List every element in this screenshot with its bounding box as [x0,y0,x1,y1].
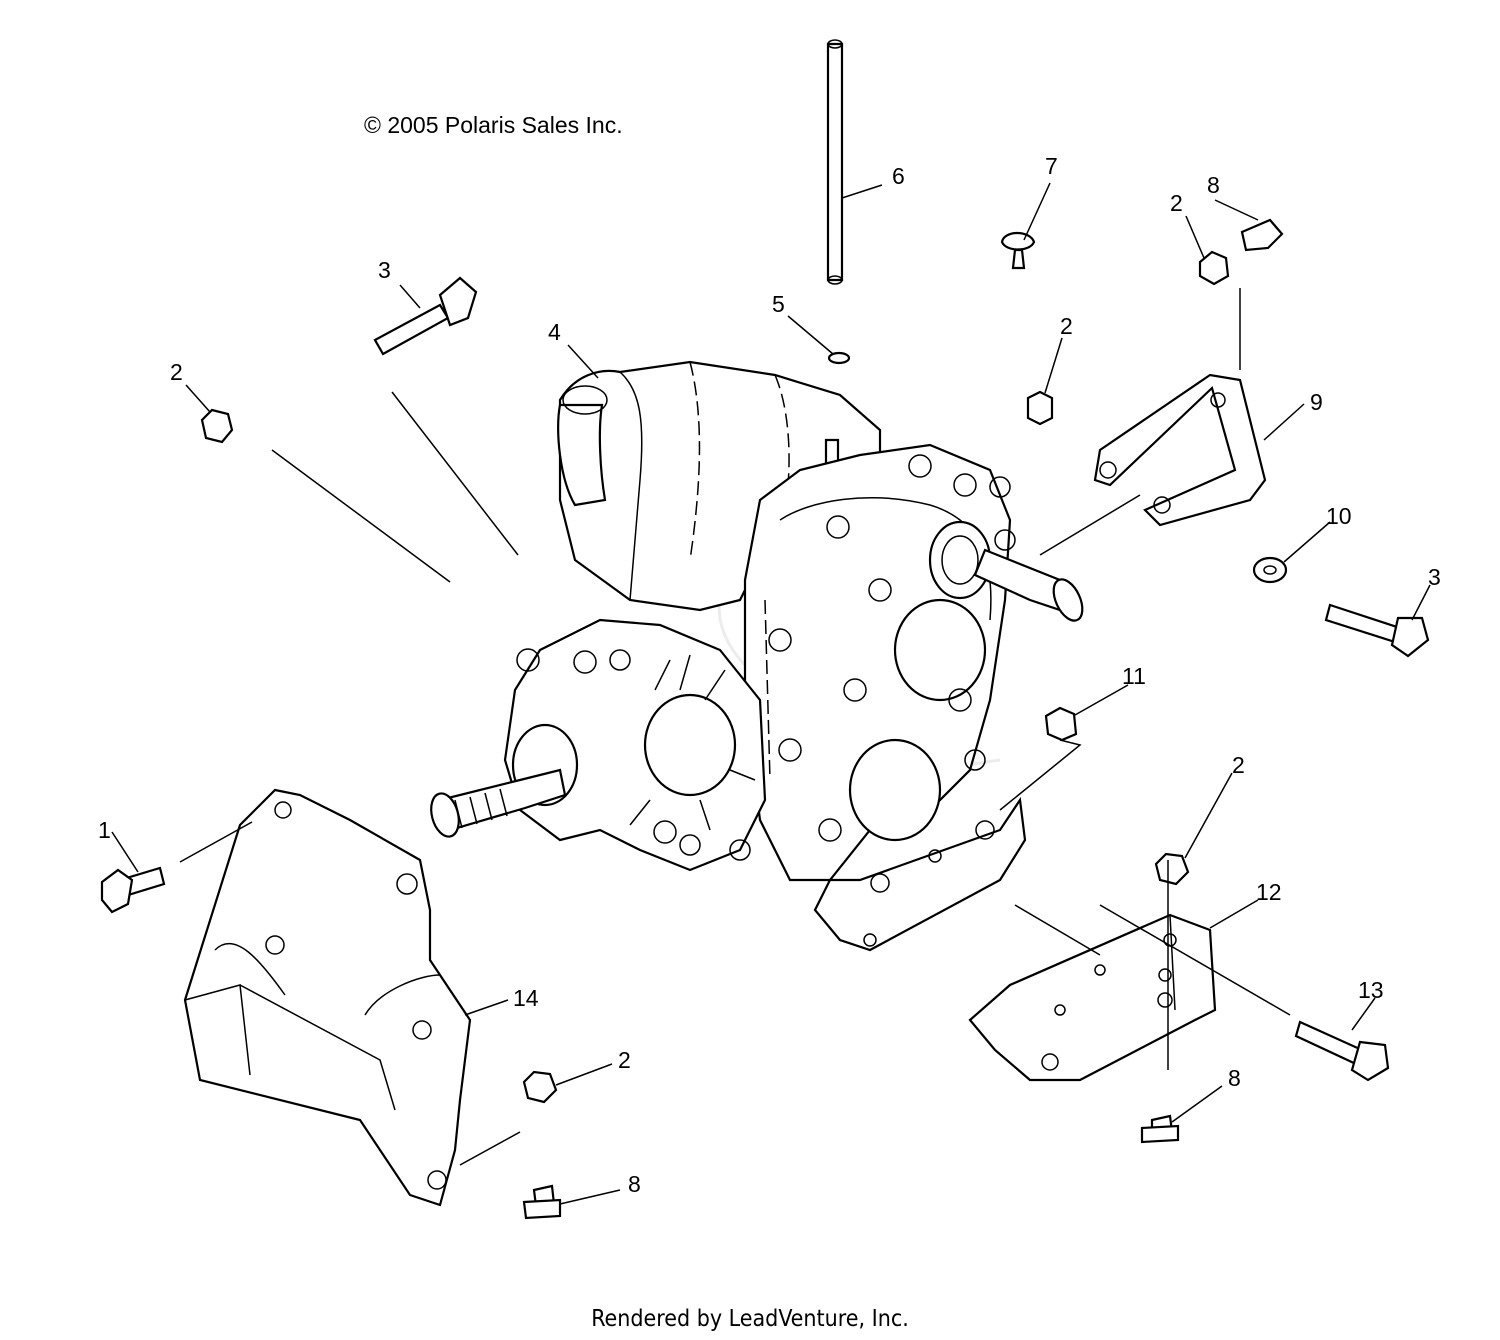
callout-2: 2 [1232,752,1245,778]
callout-5: 5 [772,291,785,317]
callout-8: 8 [1228,1065,1241,1091]
callout-13: 13 [1358,977,1384,1003]
part-1-bolt [100,866,166,914]
part-11-spacer [1044,706,1078,742]
part-9-bracket [1093,373,1267,527]
callout-7: 7 [1045,153,1058,179]
part-6-vent-tube [826,39,844,285]
part-7-clamp [1000,231,1036,270]
part-3-bolt-upper [373,276,478,356]
callout-4: 4 [548,319,561,345]
callout-12: 12 [1256,879,1282,905]
footer-credit: Rendered by LeadVenture, Inc. [591,1306,909,1332]
part-10-washer [1252,556,1288,584]
callout-8: 8 [1207,172,1220,198]
callout-11: 11 [1122,663,1146,689]
callout-14: 14 [513,985,539,1011]
callout-6: 6 [892,163,905,189]
gearcase-assembly [430,360,1084,952]
part-8-bolts [522,218,1284,1220]
alignment-lines [179,288,1291,1166]
callout-3: 3 [1428,564,1441,590]
part-14-bracket [183,788,472,1207]
callout-2: 2 [1170,190,1183,216]
copyright-notice: © 2005 Polaris Sales Inc. [364,112,623,138]
part-5-clip [827,351,851,365]
callout-1: 1 [98,817,111,843]
callout-2: 2 [170,359,183,385]
part-12-bracket [968,913,1217,1082]
callout-8: 8 [628,1171,641,1197]
callout-2: 2 [1060,313,1073,339]
callout-labels: 3 2 4 5 6 7 2 8 2 9 10 3 11 2 12 13 8 1 … [98,153,1441,1197]
part-2-nuts [200,250,1230,1104]
callout-2: 2 [618,1047,631,1073]
part-13-bolt [1294,1020,1390,1082]
callout-9: 9 [1310,389,1323,415]
leader-lines [111,182,1431,1205]
callout-10: 10 [1326,503,1352,529]
callout-3: 3 [378,257,391,283]
part-3-bolt-right [1324,603,1430,658]
